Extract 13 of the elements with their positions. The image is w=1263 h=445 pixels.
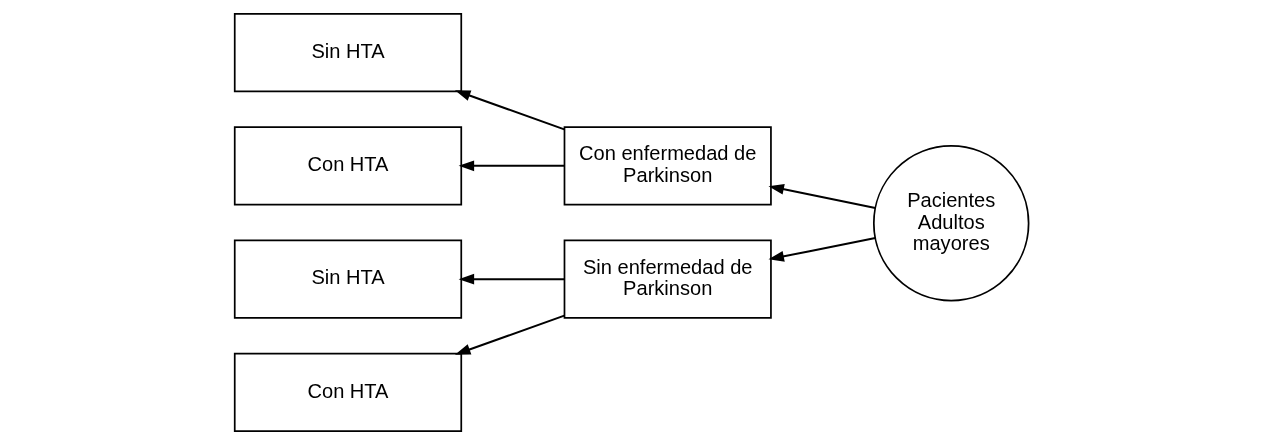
node-box: Con HTA: [233, 352, 463, 432]
arrow: [458, 273, 565, 285]
arrow: [768, 237, 876, 262]
arrow: [454, 90, 565, 131]
arrow: [454, 314, 565, 355]
node-box: Con enfermedad de Parkinson: [563, 126, 772, 206]
arrow: [768, 183, 876, 209]
node-box: Sin HTA: [233, 239, 463, 319]
node-box: Sin HTA: [233, 13, 463, 93]
node-box: Sin enfermedad de Parkinson: [563, 239, 772, 319]
node-circle: Pacientes Adultos mayores: [872, 144, 1030, 302]
arrow: [458, 160, 565, 172]
node-box: Con HTA: [233, 126, 463, 206]
